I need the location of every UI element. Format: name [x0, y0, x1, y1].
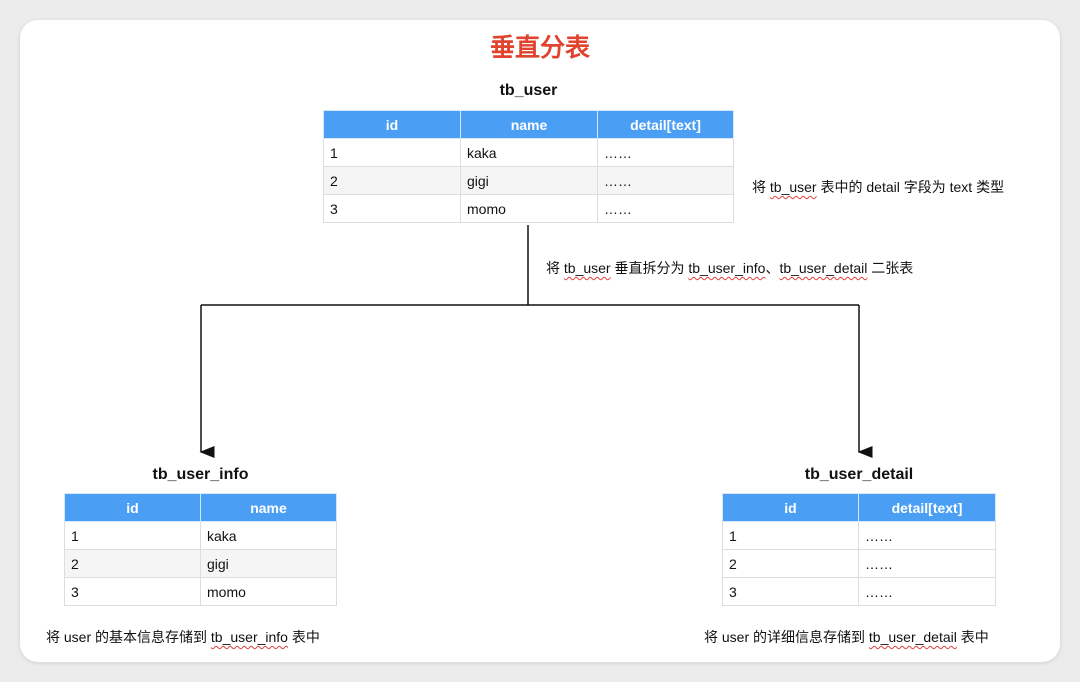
- cell: kaka: [200, 521, 337, 550]
- cell: kaka: [460, 138, 598, 167]
- detail-store-note: 将 user 的详细信息存储到 tb_user_detail 表中: [704, 629, 989, 645]
- tb-user-detail-title: tb_user_detail: [804, 466, 914, 483]
- header-id: id: [64, 493, 201, 522]
- cell: 3: [722, 577, 859, 606]
- cell: ……: [597, 166, 734, 195]
- header-name: name: [200, 493, 337, 522]
- header-detail: detail[text]: [597, 110, 734, 139]
- tb-user-title: tb_user: [499, 82, 558, 99]
- cell: ……: [597, 138, 734, 167]
- header-name: name: [460, 110, 598, 139]
- cell: gigi: [200, 549, 337, 578]
- header-id: id: [323, 110, 461, 139]
- split-note: 将 tb_user 垂直拆分为 tb_user_info、tb_user_det…: [546, 260, 914, 276]
- cell: momo: [200, 577, 337, 606]
- cell: 2: [323, 166, 461, 195]
- header-detail: detail[text]: [858, 493, 996, 522]
- detail-type-note: 将 tb_user 表中的 detail 字段为 text 类型: [752, 179, 1005, 195]
- info-store-note: 将 user 的基本信息存储到 tb_user_info 表中: [46, 629, 320, 645]
- cell: ……: [858, 521, 996, 550]
- cell: ……: [858, 549, 996, 578]
- cell: 2: [64, 549, 201, 578]
- cell: gigi: [460, 166, 598, 195]
- page-title: 垂直分表: [489, 34, 590, 62]
- header-id: id: [722, 493, 859, 522]
- cell: 1: [64, 521, 201, 550]
- table-row: 2……: [722, 549, 996, 578]
- cell: ……: [858, 577, 996, 606]
- table-row: 1……: [722, 521, 996, 550]
- cell: ……: [597, 194, 734, 223]
- tb-user-info-title: tb_user_info: [152, 466, 249, 483]
- cell: 3: [64, 577, 201, 606]
- table-row: 3……: [722, 577, 996, 606]
- cell: 1: [722, 521, 859, 550]
- cell: 2: [722, 549, 859, 578]
- cell: 3: [323, 194, 461, 223]
- cell: momo: [460, 194, 598, 223]
- cell: 1: [323, 138, 461, 167]
